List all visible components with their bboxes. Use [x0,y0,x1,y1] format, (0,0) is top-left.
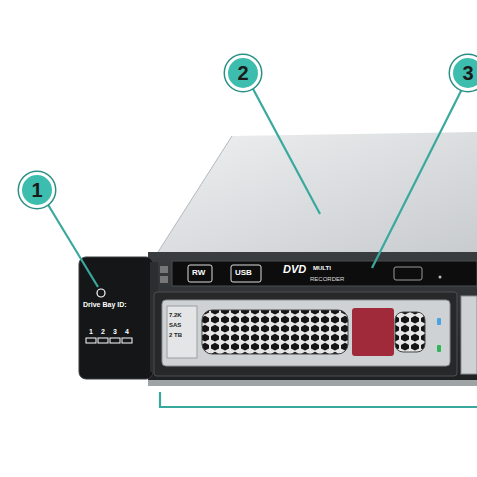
activity-led [437,345,441,352]
drive-badge-text: RECORDER [310,276,344,282]
drive-bay [154,292,457,376]
bracket [160,392,477,407]
bay-number: 3 [113,328,117,335]
disk-label-text: 7.2K [169,312,182,318]
rw-badge [188,265,212,282]
bay-number: 4 [125,328,129,335]
drive-badge-text: DVD [283,264,306,275]
drive-badge-text: USB [235,269,252,277]
front-bezel [148,252,477,386]
bay-icon [97,289,105,297]
callout-circle: 1 [19,172,55,208]
bay-number: 1 [89,328,93,335]
disk-label-text: 2 TB [169,332,182,338]
status-led [437,318,441,325]
callout-number: 1 [31,180,42,200]
drive-grille [202,310,348,354]
bay-number: 2 [101,328,105,335]
drive-latch [352,308,394,356]
callout-circle: 2 [225,55,261,91]
callout-number: 3 [462,63,473,83]
leader-lines [47,87,463,287]
callout-number: 2 [237,63,248,83]
panel-label: Drive Bay ID: [83,301,127,308]
disk-label-text: SAS [169,322,181,328]
top-cover [158,132,477,252]
drive-carrier [162,300,450,366]
drive-badge-text: MULTI [313,265,331,271]
callout-circle: 3 [450,55,477,91]
drive-badge-text: RW [192,269,205,277]
usb-badge [231,265,261,282]
optical-drive [172,261,477,286]
eject-button [394,267,422,280]
bay-id-boxes [86,338,132,343]
